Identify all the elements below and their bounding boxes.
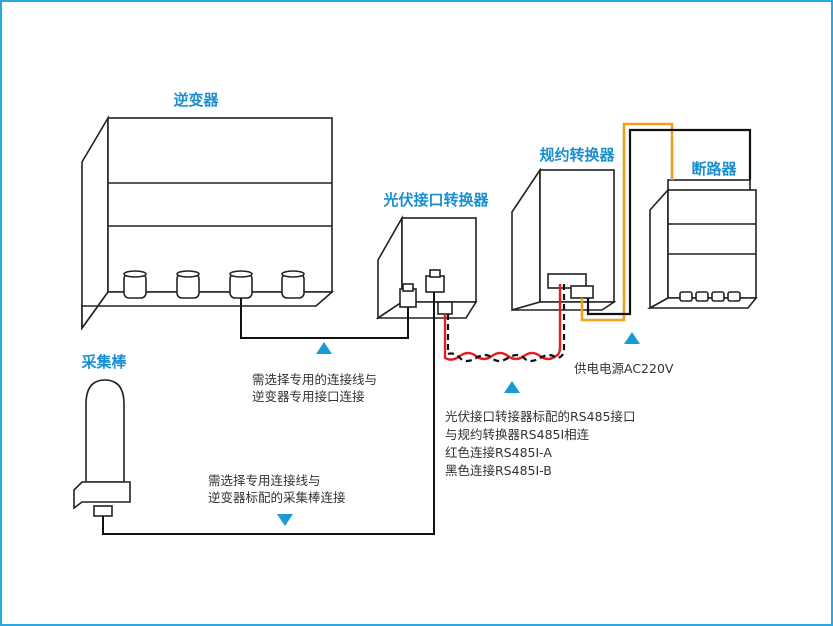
breaker-label: 断路器 [691,160,737,178]
inverter-device [81,115,335,331]
up-arrow-icon [316,342,332,354]
down-arrow-icon [277,514,293,526]
collector-stick-device [73,379,131,517]
collector-cable-note-line1: 需选择专用连接线与 [208,473,321,488]
inverter-cable [240,298,409,339]
rs485-note-line3: 红色连接RS485I-A [445,445,552,460]
breaker-device [646,179,758,310]
inverter-label: 逆变器 [173,91,219,109]
wires [102,122,752,535]
arrows [277,332,640,526]
power-note: 供电电源AC220V [574,361,674,376]
protocol-converter-label: 规约转换器 [539,146,615,164]
power-orange-wire [580,122,674,322]
rs485-note-line1: 光伏接口转接器标配的RS485接口 [445,409,635,424]
rs485-black-wire [446,284,566,363]
collector-cable [102,292,435,535]
rs485-note-line2: 与规约转换器RS485I相连 [445,427,590,442]
inverter-cable-note-line2: 逆变器专用接口连接 [252,389,365,404]
rs485-red-wire [443,284,562,361]
protocol-converter-device [511,167,617,312]
collector-label: 采集棒 [80,353,127,371]
collector-cable-note-line2: 逆变器标配的采集棒连接 [208,490,346,505]
up-arrow-icon [624,332,640,344]
pv-converter-label: 光伏接口转换器 [382,191,489,209]
power-black-wire [586,128,752,316]
rs485-note-line4: 黑色连接RS485I-B [445,463,552,478]
up-arrow-icon [504,381,520,393]
pv-converter-device [375,214,478,320]
inverter-cable-note-line1: 需选择专用的连接线与 [252,372,377,387]
inverter-ports [123,270,305,299]
